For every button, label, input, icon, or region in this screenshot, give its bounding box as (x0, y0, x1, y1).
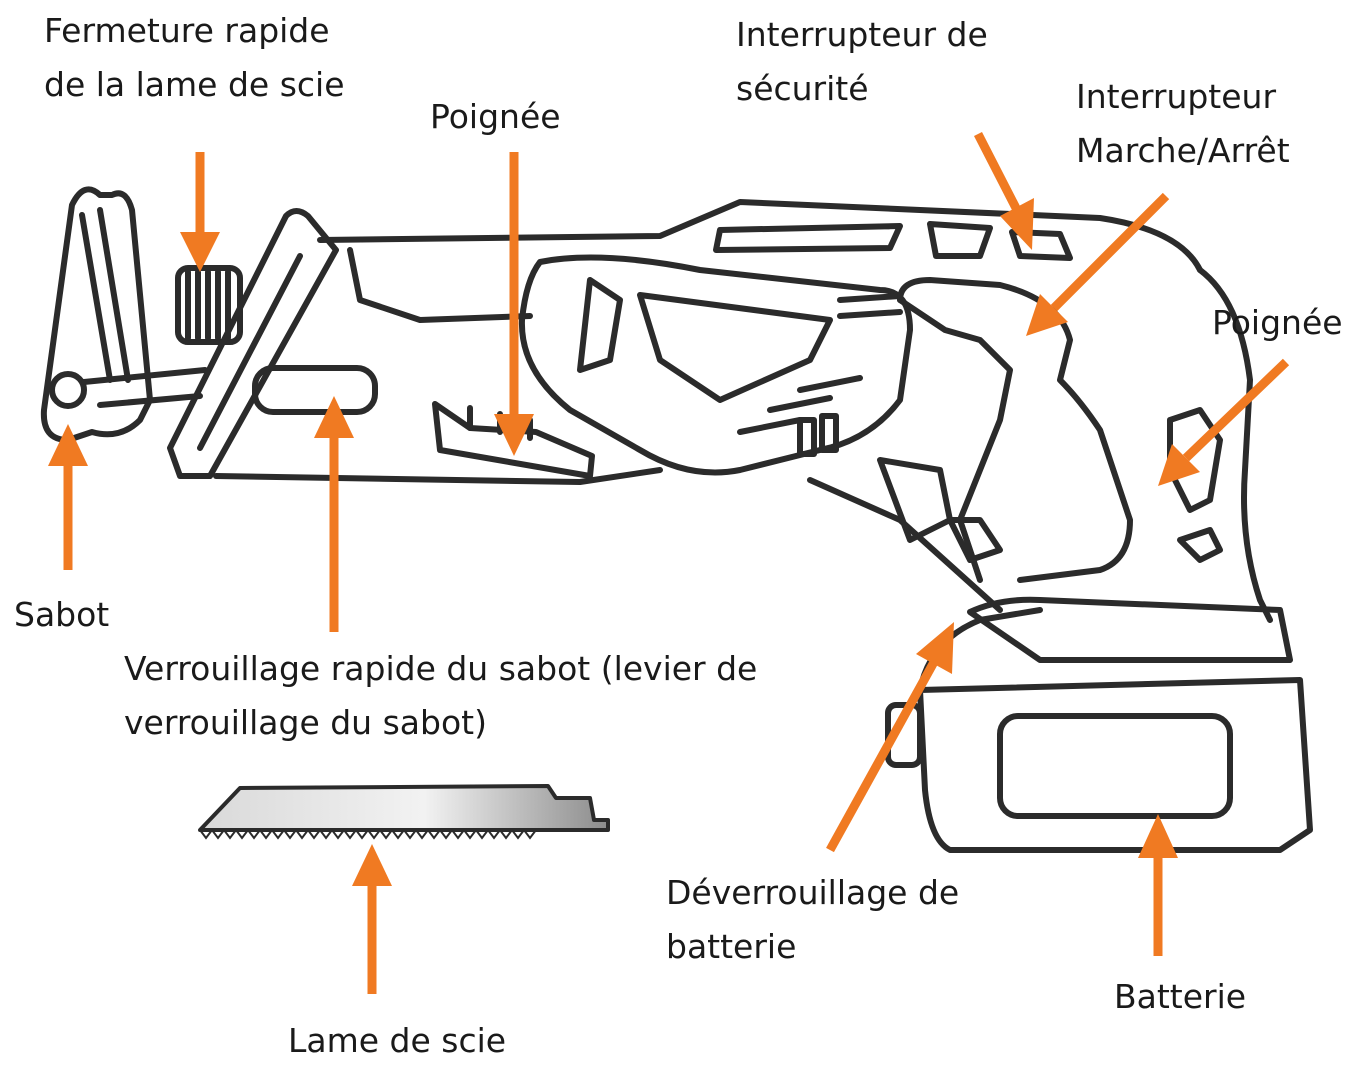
label-fermeture-line2: de la lame de scie (44, 58, 345, 112)
label-lame-de-scie: Lame de scie (288, 1014, 506, 1068)
label-sabot-text: Sabot (14, 588, 109, 642)
label-fermeture-line1: Fermeture rapide (44, 4, 345, 58)
label-interrupteur-securite-line2: sécurité (736, 62, 988, 116)
label-interrupteur-marche: Interrupteur Marche/Arrêt (1076, 70, 1290, 178)
label-interrupteur-marche-line2: Marche/Arrêt (1076, 124, 1290, 178)
label-deverrouillage-line1: Déverrouillage de (666, 866, 959, 920)
label-verrouillage-line1: Verrouillage rapide du sabot (levier de (124, 642, 757, 696)
label-lame-text: Lame de scie (288, 1014, 506, 1068)
label-interrupteur-marche-line1: Interrupteur (1076, 70, 1290, 124)
label-interrupteur-securite: Interrupteur de sécurité (736, 8, 988, 116)
arrow-fermeture (180, 152, 220, 272)
arrow-deverrouillage (830, 622, 954, 850)
label-poignee-right-text: Poignée (1212, 296, 1343, 350)
arrow-lame (352, 844, 392, 994)
arrow-sabot (48, 424, 88, 570)
label-fermeture-rapide: Fermeture rapide de la lame de scie (44, 4, 345, 112)
saw-blade (200, 786, 608, 838)
label-verrouillage-sabot: Verrouillage rapide du sabot (levier de … (124, 642, 757, 750)
label-poignee-top-text: Poignée (430, 90, 561, 144)
label-poignee-right: Poignée (1212, 296, 1343, 350)
label-verrouillage-line2: verrouillage du sabot) (124, 696, 757, 750)
arrow-poignee-top (494, 152, 534, 456)
label-poignee-top: Poignée (430, 90, 561, 144)
label-interrupteur-securite-line1: Interrupteur de (736, 8, 988, 62)
label-sabot: Sabot (14, 588, 109, 642)
saw-outline (44, 189, 1310, 850)
label-deverrouillage-batterie: Déverrouillage de batterie (666, 866, 959, 974)
arrow-verrouillage (314, 396, 354, 632)
label-batterie-text: Batterie (1114, 970, 1246, 1024)
gear-housing (216, 202, 1200, 482)
arrow-poignee-right (1158, 362, 1286, 486)
label-batterie: Batterie (1114, 970, 1246, 1024)
arrow-batterie (1138, 814, 1178, 956)
lower-struts (810, 460, 1000, 610)
label-deverrouillage-line2: batterie (666, 920, 959, 974)
